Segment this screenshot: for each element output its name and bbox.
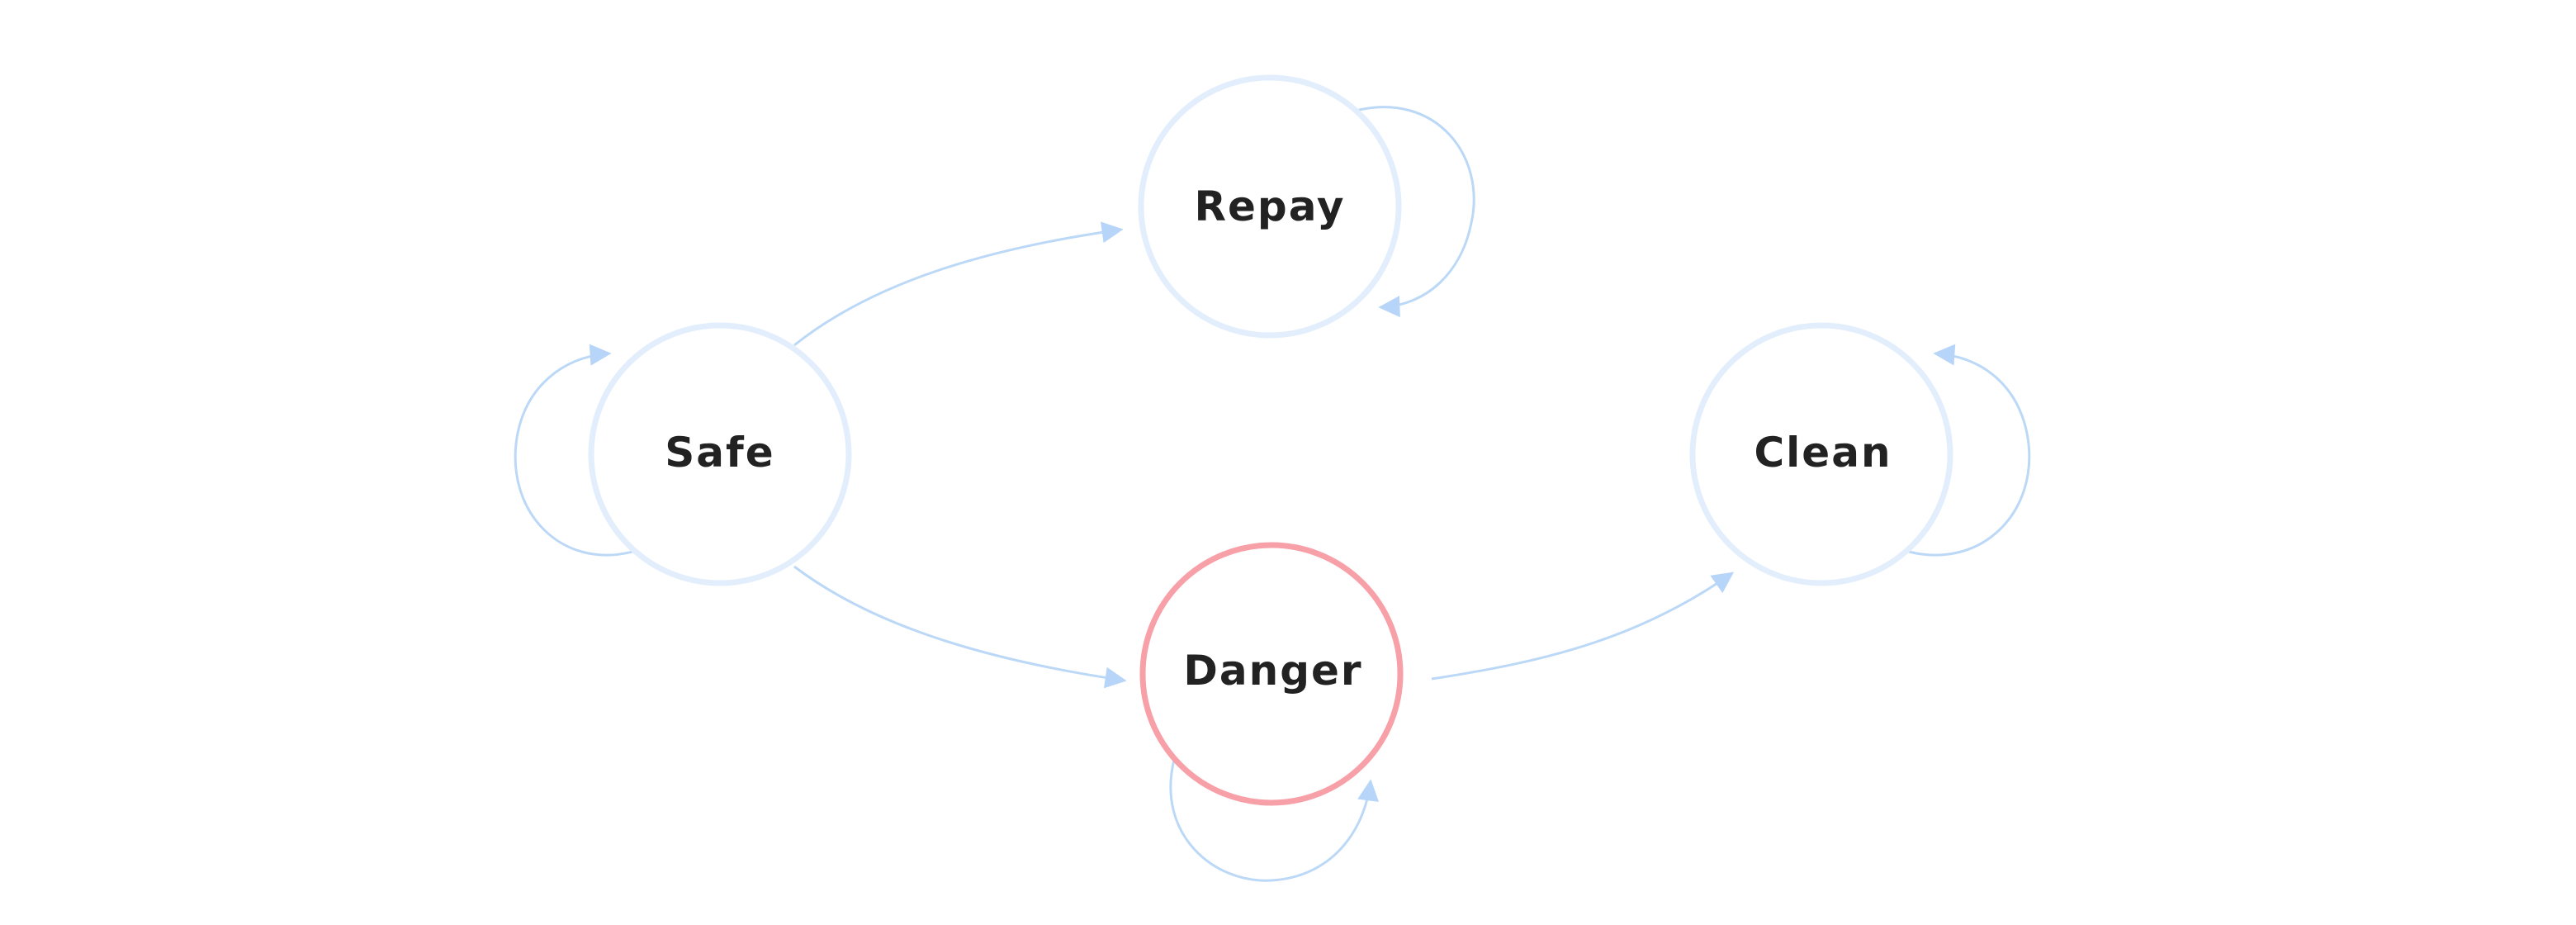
node-danger-label: Danger [1183, 647, 1362, 695]
node-danger[interactable]: Danger [1139, 542, 1404, 806]
edge-repay-self-loop [1355, 106, 1475, 318]
node-danger-circle [1139, 542, 1404, 806]
edge-danger-to-clean [1431, 572, 1735, 681]
edge-safe-to-repay [793, 221, 1124, 347]
node-safe-circle [588, 322, 852, 586]
node-clean[interactable]: Clean [1689, 322, 1953, 586]
edge-danger-self-loop [1169, 759, 1379, 882]
node-repay-circle [1138, 74, 1402, 339]
node-safe-label: Safe [665, 429, 774, 477]
node-clean-label: Clean [1754, 429, 1892, 477]
edge-safe-self-loop [514, 344, 633, 557]
node-clean-circle [1689, 322, 1953, 586]
node-repay[interactable]: Repay [1138, 74, 1402, 339]
edge-safe-to-danger [793, 565, 1127, 689]
node-repay-label: Repay [1195, 183, 1346, 230]
edge-clean-self-loop [1908, 344, 2031, 557]
node-safe[interactable]: Safe [588, 322, 852, 586]
